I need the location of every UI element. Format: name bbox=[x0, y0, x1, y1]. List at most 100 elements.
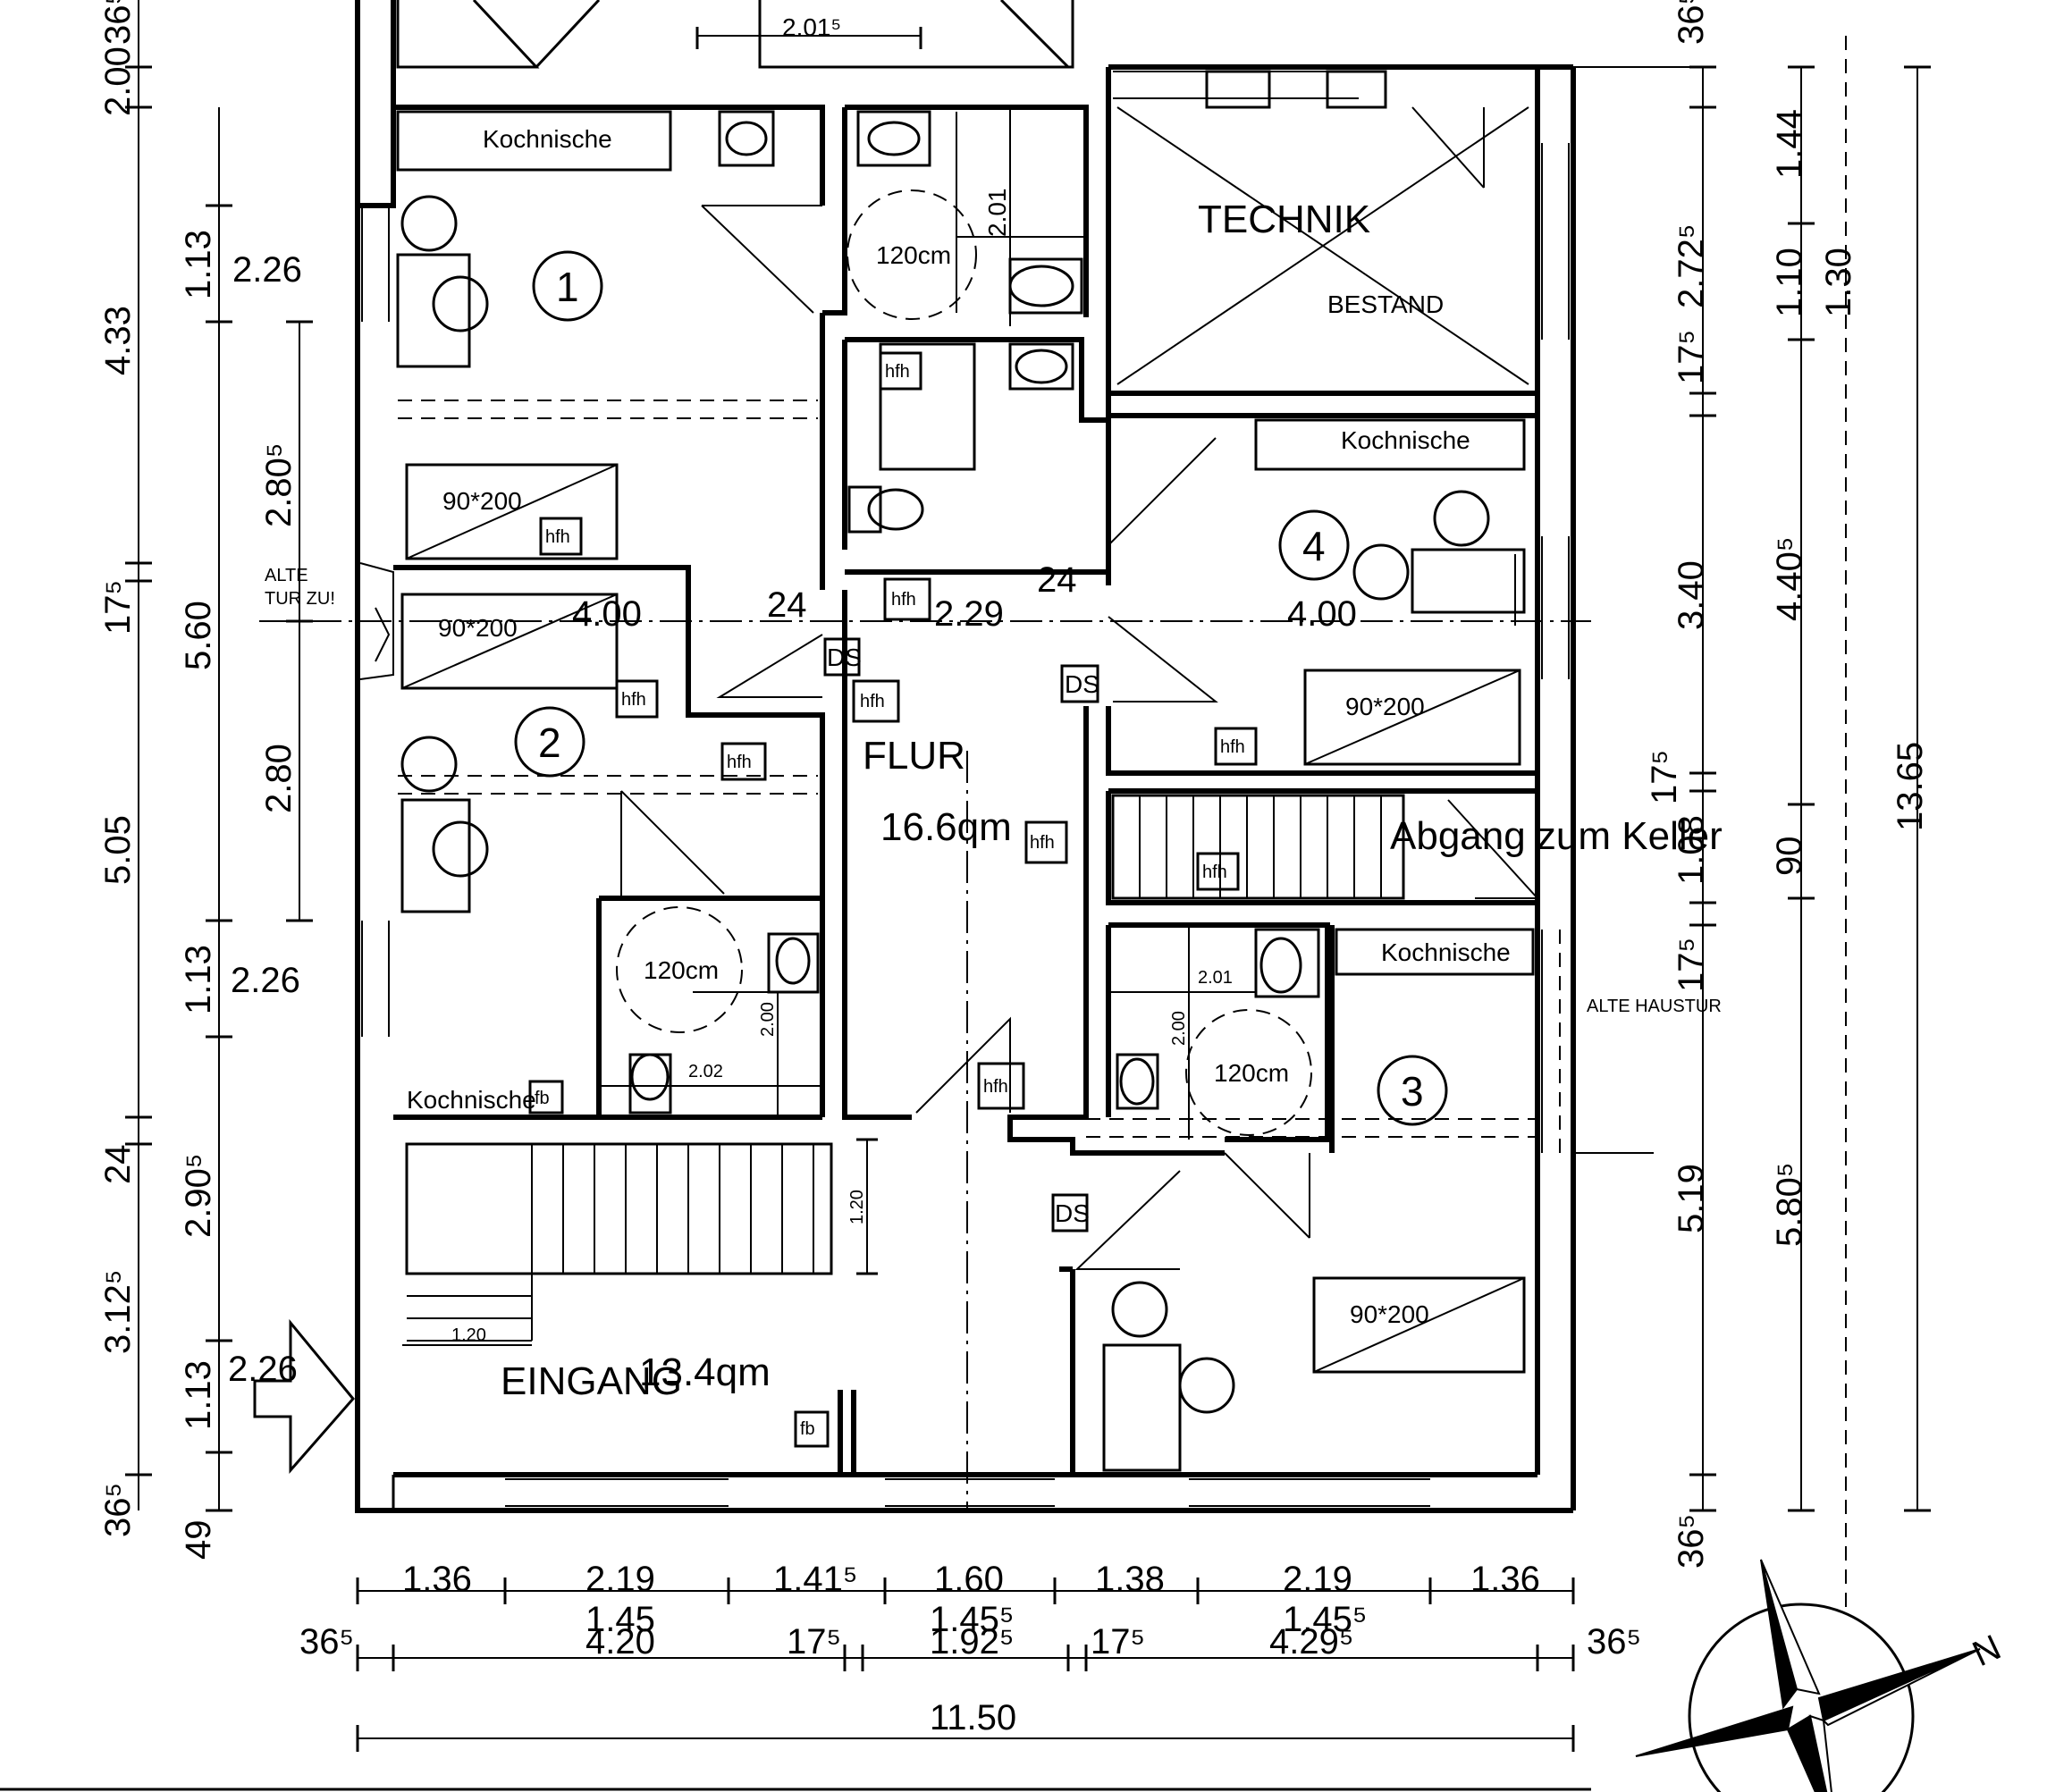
dim-left-8: 36⁵ bbox=[98, 1483, 138, 1537]
dim-top-window: 2.01⁵ bbox=[782, 13, 841, 41]
kellerabgang-label: Abgang zum Keller bbox=[1390, 814, 1723, 858]
dim-rmid-4: 90 bbox=[1770, 837, 1809, 877]
hfh-flur-b: hfh bbox=[891, 590, 916, 610]
bed-label-2: 90*200 bbox=[438, 614, 518, 642]
dim-left-1: 36⁵ bbox=[98, 0, 138, 45]
dim-mid-3: 1.13 bbox=[179, 945, 218, 1014]
eingang-area: 13.4qm bbox=[639, 1350, 771, 1394]
interior-width-dims: 4.00 4.00 2.29 24 24 2.01⁵ bbox=[572, 13, 1357, 634]
hfh-flur-d: hfh bbox=[983, 1077, 1008, 1097]
dim-bottom2-5: 17⁵ bbox=[1091, 1622, 1145, 1662]
compass-north-label: N bbox=[1967, 1628, 2007, 1674]
dim-rmid-1: 1.44 bbox=[1770, 109, 1809, 179]
hfh-bath1: hfh bbox=[885, 362, 910, 382]
alte-haustur-label: ALTE HAUSTUR bbox=[1587, 997, 1722, 1016]
bestand-label: BESTAND bbox=[1327, 290, 1444, 318]
stair-dim-v: 1.20 bbox=[847, 1190, 867, 1224]
dim-mid-2: 5.60 bbox=[179, 601, 218, 670]
ds-label-1: DS bbox=[827, 644, 862, 671]
technik-label: TECHNIK bbox=[1198, 198, 1370, 241]
kochnische-label-3: Kochnische bbox=[1381, 938, 1511, 966]
dim-right-1: 36⁵ bbox=[1672, 0, 1711, 45]
hfh-flur-a: hfh bbox=[860, 692, 885, 711]
dim-wall-left: 24 bbox=[767, 585, 807, 625]
dim-rmid-5: 5.80⁵ bbox=[1770, 1163, 1809, 1247]
dim-right-3: 17⁵ bbox=[1672, 330, 1711, 384]
ds-label-3: DS bbox=[1055, 1199, 1090, 1227]
dim-width-right: 4.00 bbox=[1287, 594, 1357, 634]
dims-left: 36⁵ 2.00 4.33 17⁵ 5.05 24 3.12⁵ 36⁵ 1.13… bbox=[98, 0, 313, 1560]
dim-bottom1-2: 2.19 bbox=[585, 1560, 655, 1599]
flur-label: FLUR bbox=[863, 734, 965, 778]
dim-right-8: 5.19 bbox=[1672, 1164, 1711, 1233]
dim-bottom-h-2: 1.45⁵ bbox=[930, 1600, 1014, 1639]
dim-inner-2: 2.80⁵ bbox=[259, 443, 299, 527]
kochnische-label-1: Kochnische bbox=[483, 125, 612, 153]
bed-label-3: 90*200 bbox=[1350, 1300, 1429, 1328]
dims-right: 36⁵ 2.72⁵ 17⁵ 3.40 17⁵ 1.08 17⁵ 5.19 36⁵… bbox=[1573, 0, 1931, 1609]
kochnische-label-2: Kochnische bbox=[407, 1086, 536, 1114]
bath2-w-dim: 2.02 bbox=[688, 1062, 723, 1081]
fixtures: Kochnische 120cm 2.01 90*200 1 bbox=[253, 106, 1723, 1510]
turning-circle-label-1: 120cm bbox=[876, 241, 951, 269]
hfh-unit2-a: hfh bbox=[621, 690, 646, 710]
eingang-label: EINGANG bbox=[501, 1359, 682, 1403]
hfh-unit4: hfh bbox=[1220, 737, 1245, 757]
dim-right-4: 3.40 bbox=[1672, 560, 1711, 630]
stair-dim-h: 1.20 bbox=[451, 1325, 486, 1345]
hfh-unit2-b: hfh bbox=[727, 753, 752, 772]
dim-router-2: 13.65 bbox=[1891, 742, 1930, 831]
dim-inner-3: 2.80 bbox=[259, 744, 299, 813]
fb-eingang: fb bbox=[800, 1419, 815, 1439]
hfh-flur-c: hfh bbox=[1030, 833, 1055, 853]
dim-rmid-3: 4.40⁵ bbox=[1770, 537, 1809, 621]
dim-mid-5: 1.13 bbox=[179, 1360, 218, 1430]
dim-right-5: 17⁵ bbox=[1645, 750, 1684, 804]
flur-area: 16.6qm bbox=[880, 805, 1012, 849]
dim-inner-4: 2.26 bbox=[231, 961, 300, 1000]
dim-inner-5: 2.26 bbox=[228, 1350, 298, 1389]
bath2-h-dim: 2.00 bbox=[758, 1002, 778, 1037]
alte-tur-label-1: ALTE bbox=[265, 566, 308, 585]
unit-3-number: 3 bbox=[1401, 1068, 1424, 1115]
dim-bottom-total: 11.50 bbox=[930, 1698, 1016, 1737]
bath3-w-dim: 2.01 bbox=[1198, 968, 1233, 988]
unit-4-number: 4 bbox=[1302, 523, 1326, 569]
dim-right-2: 2.72⁵ bbox=[1672, 224, 1711, 308]
hfh-unit1: hfh bbox=[545, 527, 570, 547]
dim-left-3: 4.33 bbox=[98, 306, 138, 375]
dim-width-left: 4.00 bbox=[572, 594, 642, 634]
ds-label-2: DS bbox=[1065, 670, 1099, 698]
dim-wall-right: 24 bbox=[1037, 560, 1077, 600]
dim-bottom-h-1: 1.45 bbox=[585, 1600, 655, 1639]
dim-bottom1-3: 1.41⁵ bbox=[773, 1560, 857, 1599]
dim-bottom1-6: 2.19 bbox=[1283, 1560, 1352, 1599]
bath3-h-dim: 2.00 bbox=[1169, 1011, 1189, 1046]
dim-right-6: 1.08 bbox=[1672, 815, 1711, 885]
bed-label-4: 90*200 bbox=[1345, 693, 1425, 720]
dim-left-5: 5.05 bbox=[98, 815, 138, 885]
dim-left-4: 17⁵ bbox=[98, 580, 138, 635]
bed-label-1: 90*200 bbox=[442, 487, 522, 515]
dim-bottom2-7: 36⁵ bbox=[1587, 1622, 1641, 1662]
dim-bottom1-7: 1.36 bbox=[1470, 1560, 1540, 1599]
windows bbox=[361, 70, 1570, 1507]
dim-right-9: 36⁵ bbox=[1672, 1514, 1711, 1569]
entrance-stair bbox=[405, 1142, 833, 1342]
entrance-arrow-icon bbox=[253, 1318, 355, 1474]
north-arrow-icon: N bbox=[1635, 1559, 2007, 1792]
dim-bottom1-5: 1.38 bbox=[1095, 1560, 1165, 1599]
turning-circle-label-2: 120cm bbox=[644, 956, 719, 984]
dim-left-6: 24 bbox=[98, 1145, 138, 1185]
stair-cellar bbox=[1111, 794, 1538, 900]
dim-inner-1: 2.26 bbox=[232, 250, 302, 290]
dim-bottom1-4: 1.60 bbox=[934, 1560, 1004, 1599]
dim-left-7: 3.12⁵ bbox=[98, 1270, 138, 1354]
bath1-dim: 2.01 bbox=[983, 189, 1011, 238]
turning-circle-label-3: 120cm bbox=[1214, 1059, 1289, 1087]
dim-bottom2-1: 36⁵ bbox=[299, 1622, 354, 1662]
dims-bottom: 1.36 2.19 1.41⁵ 1.60 1.38 2.19 1.36 1.45… bbox=[299, 1560, 1641, 1752]
dim-right-7: 17⁵ bbox=[1672, 938, 1711, 992]
dim-bottom2-6: 4.29⁵ bbox=[1269, 1622, 1353, 1662]
